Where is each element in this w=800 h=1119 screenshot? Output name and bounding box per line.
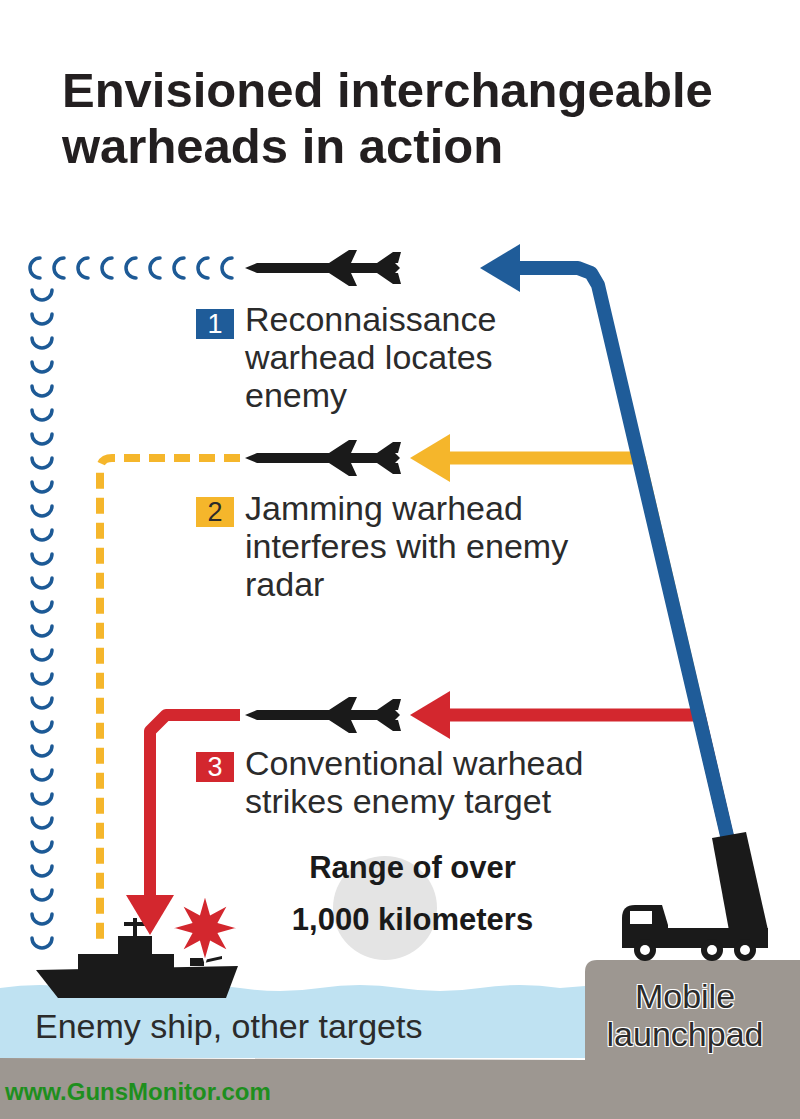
ground (0, 960, 800, 1119)
target-text: Enemy ship, other targets (35, 1007, 575, 1045)
ship-gun (190, 956, 222, 966)
step-text: Reconnaissance warhead locates enemy (245, 300, 565, 414)
flight-arrow (514, 268, 728, 840)
diagram-title: Envisioned interchangeable warheads in a… (62, 62, 782, 174)
launch-text: Mobile launchpad (595, 977, 775, 1053)
launcher-canister (712, 832, 768, 936)
step-callout: 2Jamming warhead interferes with enemy r… (240, 440, 410, 620)
step-callout: 1Reconnaissance warhead locates enemy (240, 240, 480, 420)
callout-number: 3 (196, 752, 234, 782)
step-text: Conventional warhead strikes enemy targe… (245, 744, 595, 820)
ship-mast (124, 922, 146, 926)
missile-icon (245, 440, 401, 476)
truck-bed (666, 928, 768, 948)
recon-wave (30, 258, 232, 278)
target-area: Enemy ship, other targets (20, 935, 590, 1060)
truck-wheel (734, 939, 756, 961)
flight-arrow (444, 458, 728, 840)
wheel-hub (707, 945, 717, 955)
step-text: Jamming warhead interferes with enemy ra… (245, 489, 595, 603)
explosion-burst (171, 894, 239, 962)
launch-site: Mobile launchpad (595, 840, 800, 1119)
watermark: www.GunsMonitor.com (5, 1078, 271, 1106)
callout-number: 2 (196, 497, 234, 527)
ship-superstructure (78, 954, 174, 970)
wheel-hub (740, 945, 750, 955)
recon-wave (32, 290, 52, 948)
wheel-hub (640, 945, 650, 955)
callout-number: 1 (196, 309, 234, 339)
missile-icon (245, 697, 401, 733)
ship-bridge (118, 936, 152, 956)
flight-arrow (444, 715, 728, 840)
flight-arrow (150, 715, 240, 901)
jamming-beam (100, 458, 240, 940)
truck-window (630, 911, 652, 924)
ship-mast (133, 918, 137, 938)
range-text: Range of over 1,000 kilometers (270, 842, 555, 946)
truck-cab (622, 905, 668, 948)
missile-icon (245, 250, 401, 286)
step-callout: 3Conventional warhead strikes enemy targ… (240, 700, 410, 830)
ship-hull (36, 966, 238, 998)
truck-wheel (634, 939, 656, 961)
sea-water (0, 985, 585, 1058)
range-circle: Range of over 1,000 kilometers (270, 842, 555, 952)
truck-wheel (701, 939, 723, 961)
